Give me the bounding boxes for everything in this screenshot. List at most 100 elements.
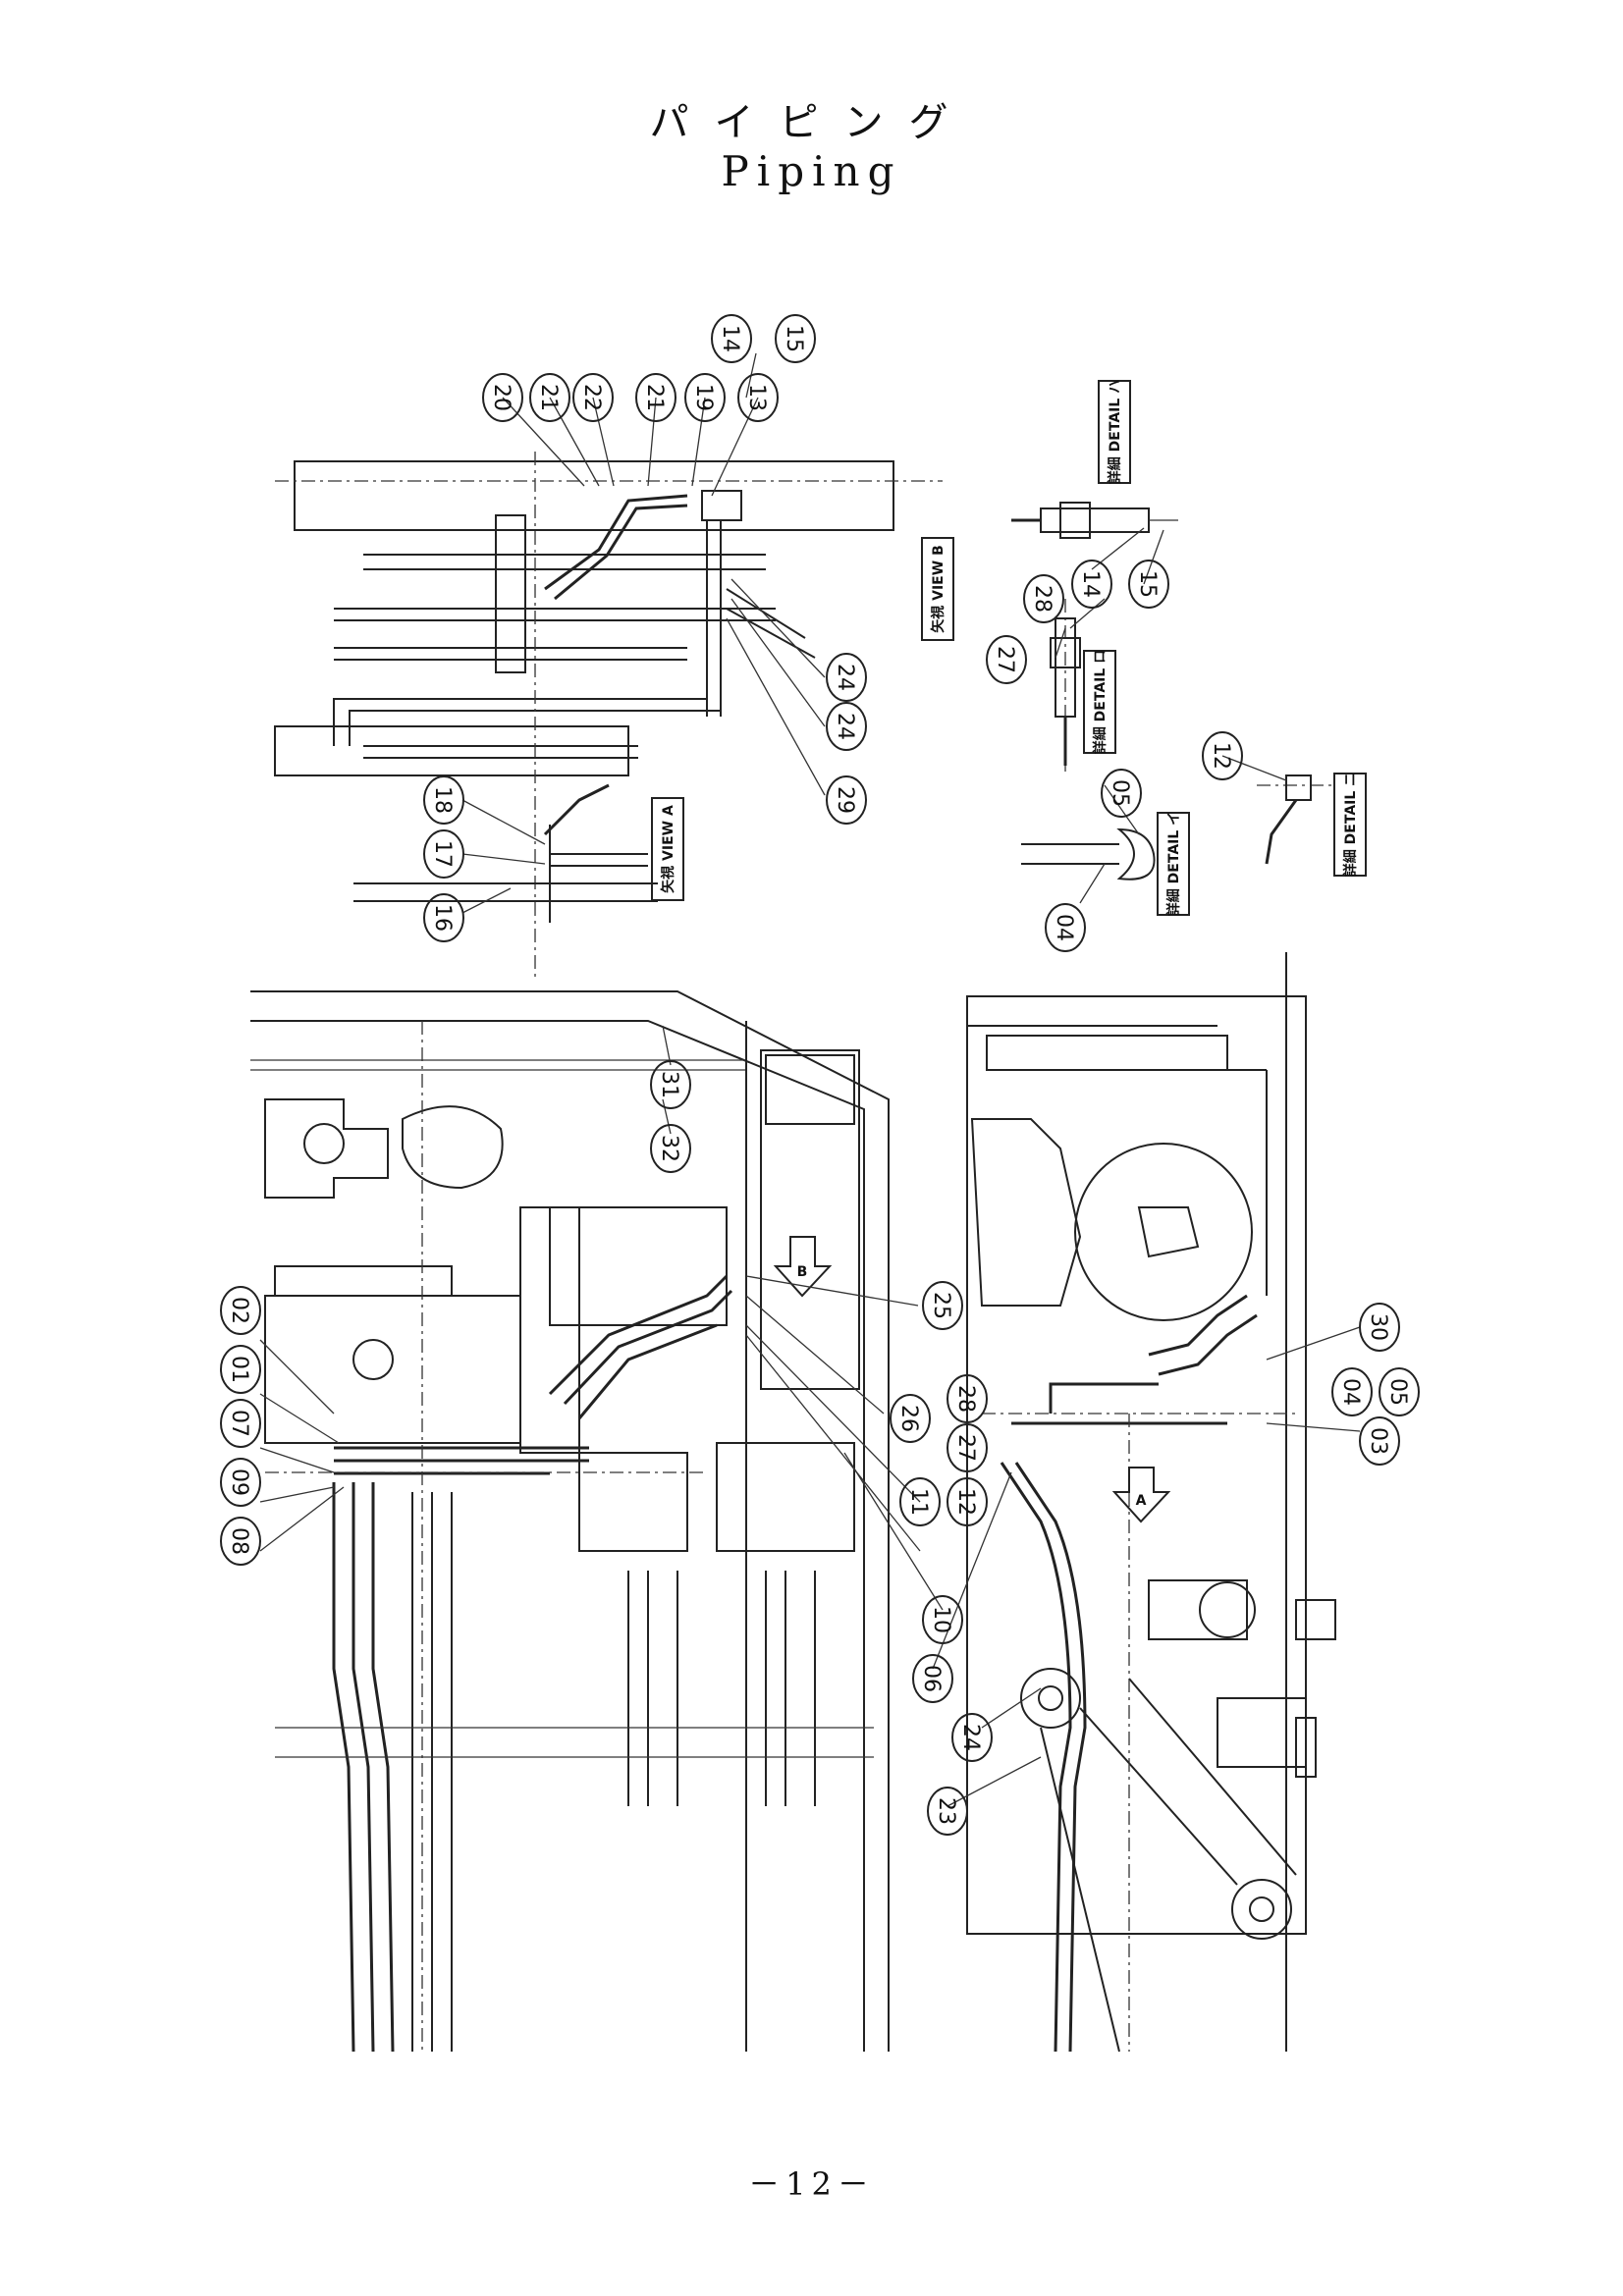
balloon-12: 12 (947, 1477, 988, 1526)
svg-text:20: 20 (489, 384, 514, 411)
page-number: －12－ (748, 2165, 875, 2203)
balloon-13: 13 (737, 373, 779, 422)
balloon-16: 16 (423, 893, 464, 942)
balloon-30: 30 (1359, 1303, 1400, 1352)
svg-text:23: 23 (934, 1797, 958, 1825)
svg-text:21: 21 (536, 384, 561, 411)
balloon-05: 05 (1379, 1367, 1420, 1416)
svg-text:28: 28 (1030, 585, 1055, 613)
balloon-06: 06 (912, 1654, 953, 1703)
svg-text:22: 22 (579, 384, 604, 411)
arrow-a-label: A (1136, 1493, 1147, 1509)
svg-text:24: 24 (833, 713, 857, 740)
balloon-32: 32 (650, 1124, 691, 1173)
detail-ha-label: 詳細 DETAIL ハ (1098, 380, 1131, 484)
svg-text:矢視 VIEW B: 矢視 VIEW B (930, 545, 947, 632)
balloon-14-detail: 14 (1071, 560, 1112, 609)
balloon-27-detail: 27 (986, 635, 1027, 684)
svg-text:詳細 DETAIL ニ: 詳細 DETAIL ニ (1342, 773, 1359, 877)
svg-text:14: 14 (1078, 570, 1103, 598)
view-a-drawing (353, 783, 658, 923)
detail-i-label: 詳細 DETAIL イ (1157, 812, 1190, 916)
svg-text:矢視 VIEW A: 矢視 VIEW A (660, 805, 676, 893)
detail-ro-label: 詳細 DETAIL ロ (1083, 650, 1116, 754)
svg-text:04: 04 (1338, 1378, 1363, 1406)
balloon-05-detail: 05 (1101, 769, 1142, 818)
balloon-12-detail: 12 (1202, 731, 1243, 780)
svg-text:01: 01 (227, 1356, 251, 1383)
balloon-04: 04 (1331, 1367, 1373, 1416)
balloon-03: 03 (1359, 1416, 1400, 1466)
svg-text:詳細 DETAIL イ: 詳細 DETAIL イ (1165, 812, 1182, 916)
svg-text:19: 19 (691, 384, 716, 411)
balloon-28: 28 (947, 1374, 988, 1423)
balloon-04-detail: 04 (1045, 903, 1086, 952)
part-balloons: 20 21 22 21 19 13 14 15 24 24 29 18 17 1… (220, 314, 1420, 1836)
leader-lines (259, 352, 1361, 1807)
view-b-label: 矢視 VIEW B (921, 537, 954, 641)
svg-text:21: 21 (642, 384, 667, 411)
balloon-21: 21 (529, 373, 570, 422)
svg-text:26: 26 (896, 1405, 921, 1432)
balloon-11: 11 (899, 1477, 941, 1526)
svg-text:32: 32 (657, 1135, 681, 1162)
balloon-24-top: 24 (826, 653, 867, 702)
balloon-10: 10 (922, 1595, 963, 1644)
balloon-24-mid: 24 (826, 702, 867, 751)
svg-text:17: 17 (430, 840, 455, 868)
svg-text:10: 10 (929, 1606, 953, 1633)
balloon-24: 24 (951, 1713, 993, 1762)
svg-text:18: 18 (430, 786, 455, 814)
svg-text:28: 28 (953, 1385, 978, 1413)
title-english: Piping (721, 147, 902, 195)
balloon-22: 22 (572, 373, 614, 422)
balloon-07: 07 (220, 1399, 261, 1448)
svg-text:12: 12 (1209, 742, 1233, 770)
svg-text:詳細 DETAIL ハ: 詳細 DETAIL ハ (1107, 380, 1123, 484)
svg-text:詳細 DETAIL ロ: 詳細 DETAIL ロ (1092, 650, 1109, 754)
balloon-23: 23 (927, 1787, 968, 1836)
main-view-right (966, 952, 1336, 2053)
main-view-left (250, 990, 890, 2053)
balloon-28-detail: 28 (1023, 574, 1064, 623)
arrow-b-label: B (797, 1264, 808, 1280)
svg-text:08: 08 (227, 1527, 251, 1555)
balloon-19: 19 (684, 373, 726, 422)
balloon-21b: 21 (635, 373, 676, 422)
balloon-15-detail: 15 (1128, 560, 1169, 609)
svg-text:05: 05 (1385, 1378, 1410, 1406)
balloon-27: 27 (947, 1423, 988, 1472)
view-label-boxes: 矢視 VIEW B 矢視 VIEW A 詳細 DETAIL ハ 詳細 DETAI… (651, 380, 1367, 1509)
balloon-26: 26 (890, 1394, 931, 1443)
svg-text:24: 24 (958, 1724, 983, 1751)
view-b-drawing (274, 452, 943, 982)
svg-text:11: 11 (906, 1488, 931, 1516)
balloon-14-top: 14 (711, 314, 752, 363)
detail-ni-label: 詳細 DETAIL ニ (1333, 773, 1367, 877)
svg-text:27: 27 (993, 646, 1017, 673)
balloon-25: 25 (922, 1281, 963, 1330)
title-japanese: パイピング (649, 100, 974, 145)
svg-text:02: 02 (227, 1297, 251, 1324)
svg-text:06: 06 (919, 1665, 944, 1692)
svg-text:30: 30 (1366, 1313, 1390, 1341)
balloon-20: 20 (482, 373, 523, 422)
svg-text:29: 29 (833, 786, 857, 814)
svg-text:12: 12 (953, 1488, 978, 1516)
svg-text:14: 14 (718, 325, 742, 352)
balloon-09: 09 (220, 1458, 261, 1507)
svg-text:04: 04 (1052, 914, 1076, 941)
balloon-15-top: 15 (775, 314, 816, 363)
svg-text:27: 27 (953, 1434, 978, 1462)
balloon-01: 01 (220, 1345, 261, 1394)
balloon-08: 08 (220, 1517, 261, 1566)
svg-text:15: 15 (1135, 570, 1160, 598)
svg-text:15: 15 (782, 325, 806, 352)
svg-text:16: 16 (430, 904, 455, 932)
svg-text:05: 05 (1108, 779, 1132, 807)
balloon-18: 18 (423, 775, 464, 825)
svg-text:03: 03 (1366, 1427, 1390, 1455)
detail-drawings (1011, 502, 1335, 881)
svg-text:13: 13 (744, 384, 769, 411)
